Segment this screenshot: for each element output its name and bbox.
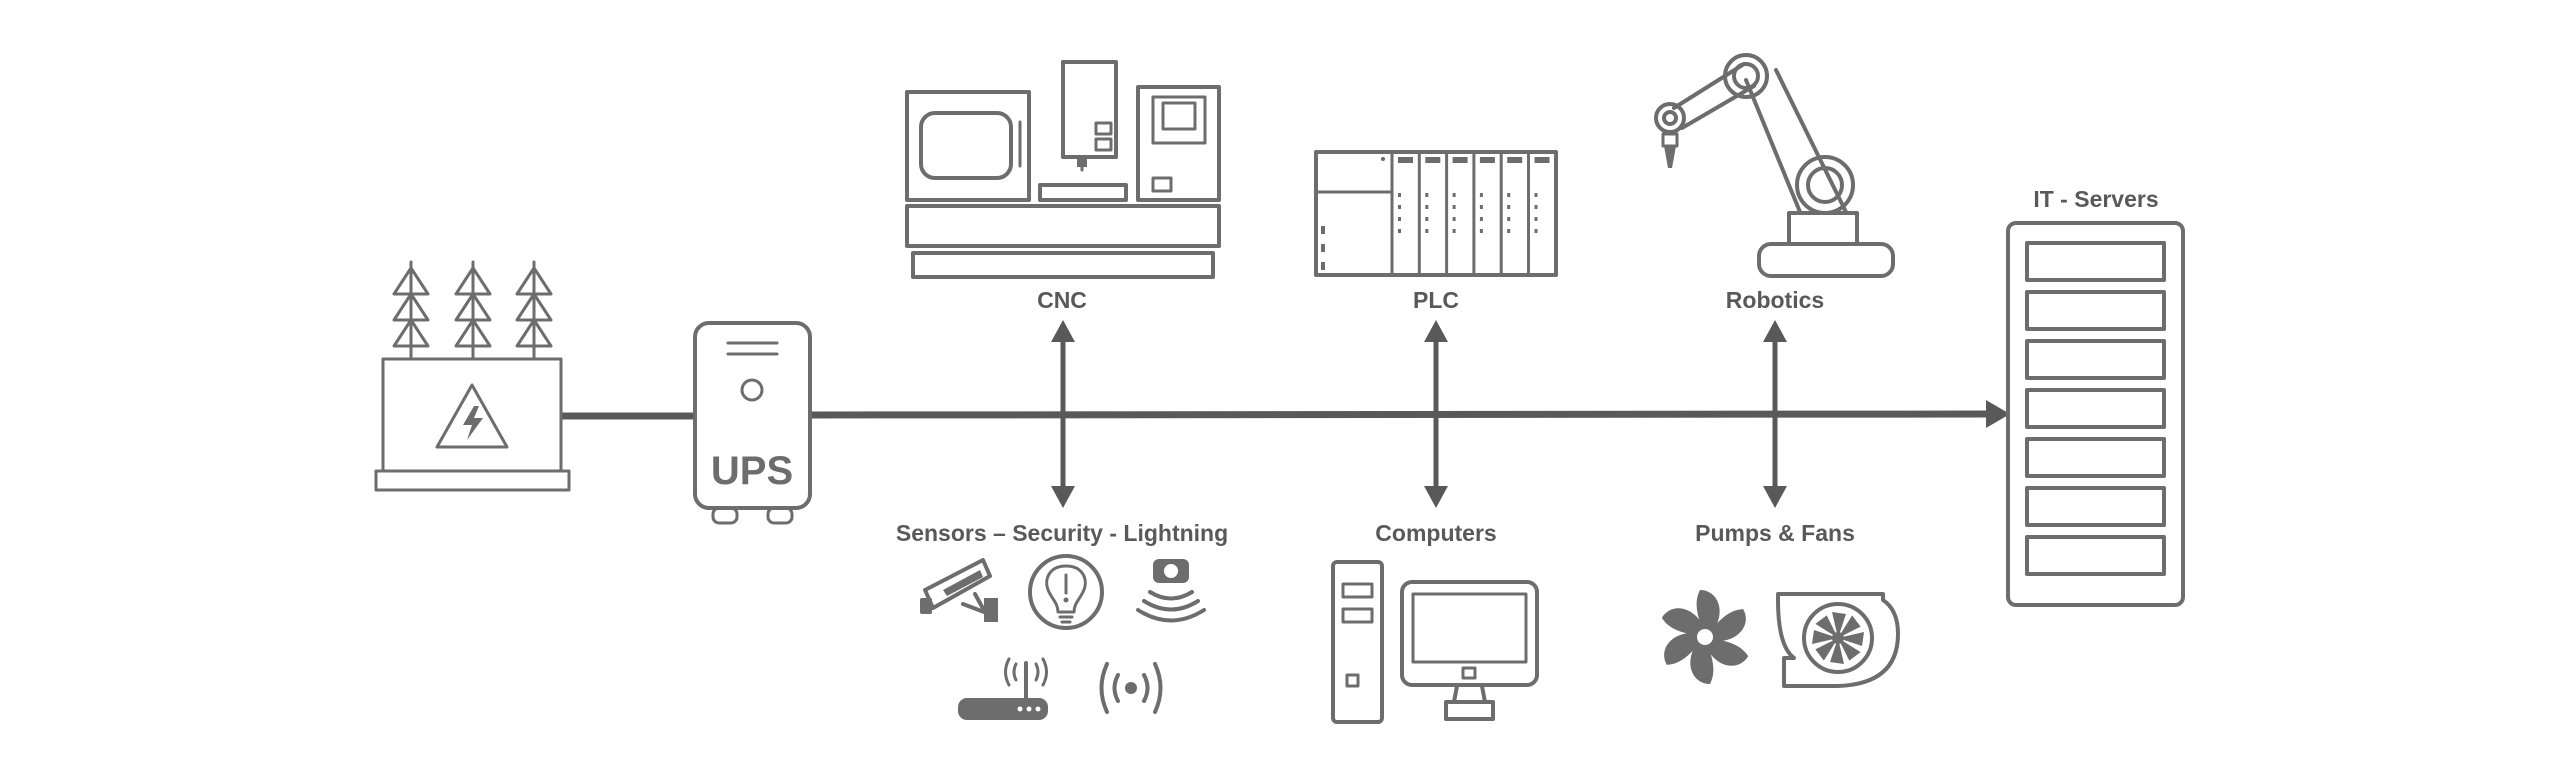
pumps-fans-label: Pumps & Fans — [1695, 520, 1855, 546]
plc-computers-connector — [1424, 320, 1448, 508]
motion-sensor-icon — [1136, 559, 1206, 623]
security-camera-icon — [920, 558, 998, 622]
it-servers-label: IT - Servers — [2033, 186, 2158, 212]
robotics-pumps-connector — [1763, 320, 1787, 508]
computers-label: Computers — [1375, 520, 1496, 546]
transformer-icon — [374, 260, 571, 492]
ups-icon: UPS — [693, 321, 812, 525]
cnc-label: CNC — [1037, 287, 1087, 313]
cnc-machine-icon — [905, 60, 1221, 279]
wifi-router-icon — [958, 657, 1048, 720]
server-rack-icon — [2006, 221, 2185, 607]
monitor-icon — [1400, 580, 1539, 721]
cnc-sensors-connector — [1051, 320, 1075, 508]
plc-label: PLC — [1413, 287, 1459, 313]
wireless-signal-icon — [1099, 662, 1163, 714]
pump-icon — [1776, 592, 1900, 688]
sensors-label: Sensors – Security - Lightning — [896, 520, 1228, 546]
fan-icon — [1661, 590, 1749, 684]
desktop-tower-icon — [1331, 560, 1384, 724]
power-bus — [560, 400, 2010, 428]
ups-label: UPS — [711, 449, 793, 493]
plc-icon — [1314, 150, 1558, 277]
light-bulb-icon — [1028, 554, 1104, 630]
robot-arm-icon — [1654, 53, 1895, 278]
robotics-label: Robotics — [1726, 287, 1824, 313]
